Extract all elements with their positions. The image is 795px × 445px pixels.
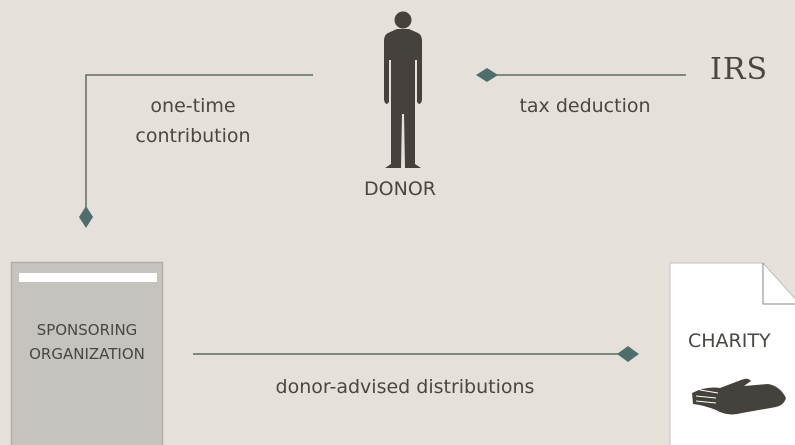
sponsoring-organization-label: SPONSORING ORGANIZATION xyxy=(29,321,145,363)
charity-document xyxy=(669,262,795,445)
sponsoring-organization-box xyxy=(10,261,164,445)
distributions-arrow-diamond xyxy=(617,346,639,362)
contribution-connector xyxy=(85,74,313,212)
tax-arrow-diamond xyxy=(476,68,498,82)
contribution-label: one-time contribution xyxy=(135,95,251,147)
donor-figure-icon xyxy=(384,11,422,168)
distributions-label: donor-advised distributions xyxy=(275,376,535,398)
tax-deduction-label: tax deduction xyxy=(519,95,651,117)
donor-label: DONOR xyxy=(364,178,436,200)
irs-label: IRS xyxy=(710,52,768,87)
charity-label: CHARITY xyxy=(688,330,771,352)
contribution-arrow-diamond xyxy=(79,206,93,228)
hand-icon xyxy=(692,378,786,415)
